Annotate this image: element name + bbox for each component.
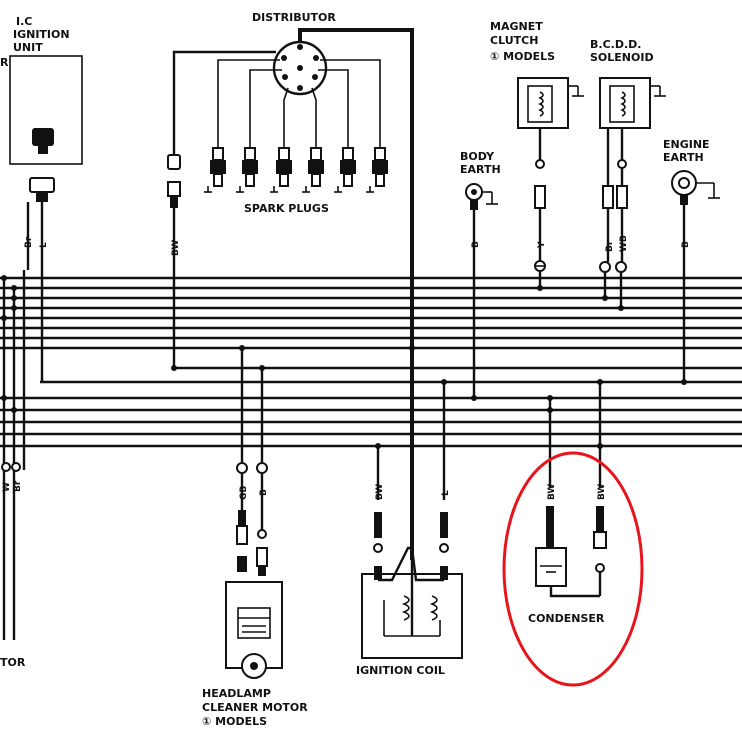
wire-code-magnet: Y — [537, 241, 547, 249]
bcdd-label-2: SOLENOID — [590, 51, 654, 64]
distributor-label: DISTRIBUTOR — [252, 11, 336, 24]
headlamp-label-2: CLEANER MOTOR — [202, 701, 308, 714]
wire-code-body: B — [471, 241, 481, 248]
wire-code-coil-right: L — [441, 490, 451, 496]
condenser-label: CONDENSER — [528, 612, 605, 625]
magnet-label-1: MAGNET — [490, 20, 543, 33]
wire-code-ic-left: Br — [24, 236, 34, 248]
wire-code-dist: BW — [171, 240, 181, 256]
wire-code-bcdd-left: Br — [605, 240, 615, 252]
wire-code-bcdd-right: WB — [619, 235, 629, 252]
magnet-label-2: CLUTCH — [490, 34, 538, 47]
highlight-ellipse — [502, 451, 644, 687]
wire-code-ic-right: L — [39, 242, 49, 248]
spark-plugs-label: SPARK PLUGS — [244, 202, 329, 215]
body-earth-label-1: BODY — [460, 150, 495, 163]
wire-code-coil-left: BW — [375, 484, 385, 500]
left-lower-connectors: W Br TOR — [0, 462, 26, 669]
bcdd-solenoid: B.C.D.D. SOLENOID Br WB — [590, 38, 666, 308]
engine-earth: ENGINE EARTH B — [663, 138, 720, 382]
magnet-clutch: MAGNET CLUTCH ① MODELS Y — [490, 20, 584, 288]
distributor-wire: BW — [167, 154, 181, 368]
condenser: BW BW CONDENSER — [528, 379, 607, 625]
ic-unit-label-3: UNIT — [13, 41, 43, 54]
wire-code-left-low-b: Br — [13, 480, 23, 492]
wire-code-engine: B — [681, 241, 691, 248]
ic-unit-label-1: I.C — [16, 15, 32, 28]
left-edge-label-bottom: TOR — [0, 656, 26, 669]
headlamp-label-1: HEADLAMP — [202, 687, 271, 700]
wire-code-cond-right: BW — [597, 484, 607, 500]
distributor: DISTRIBUTOR — [172, 11, 414, 560]
bcdd-label-1: B.C.D.D. — [590, 38, 641, 51]
magnet-label-3: ① MODELS — [490, 50, 555, 63]
body-earth: BODY EARTH B — [460, 150, 501, 398]
engine-earth-label-1: ENGINE — [663, 138, 710, 151]
wire-code-head-right: B — [259, 489, 269, 496]
spark-plugs: SPARK PLUGS — [204, 147, 388, 215]
ic-unit-label-2: IGNITION — [13, 28, 70, 41]
body-earth-label-2: EARTH — [460, 163, 501, 176]
wiring-harness — [0, 270, 742, 640]
headlamp-cleaner-motor: GB B HEADLAMP CLEANER MOTOR ① MODELS — [202, 348, 308, 728]
wire-code-head-left: GB — [239, 486, 249, 500]
headlamp-label-3: ① MODELS — [202, 715, 267, 728]
wire-code-left-low-a: W — [2, 482, 12, 492]
engine-earth-label-2: EARTH — [663, 151, 704, 164]
ignition-coil: BW L IGNITION COIL — [356, 382, 463, 677]
ignition-coil-label: IGNITION COIL — [356, 664, 445, 677]
wire-code-cond-left: BW — [547, 484, 557, 500]
left-edge-label-top: R — [0, 56, 9, 69]
ic-ignition-unit: I.C IGNITION UNIT R Br L — [0, 15, 83, 382]
junction-dots — [1, 275, 687, 449]
